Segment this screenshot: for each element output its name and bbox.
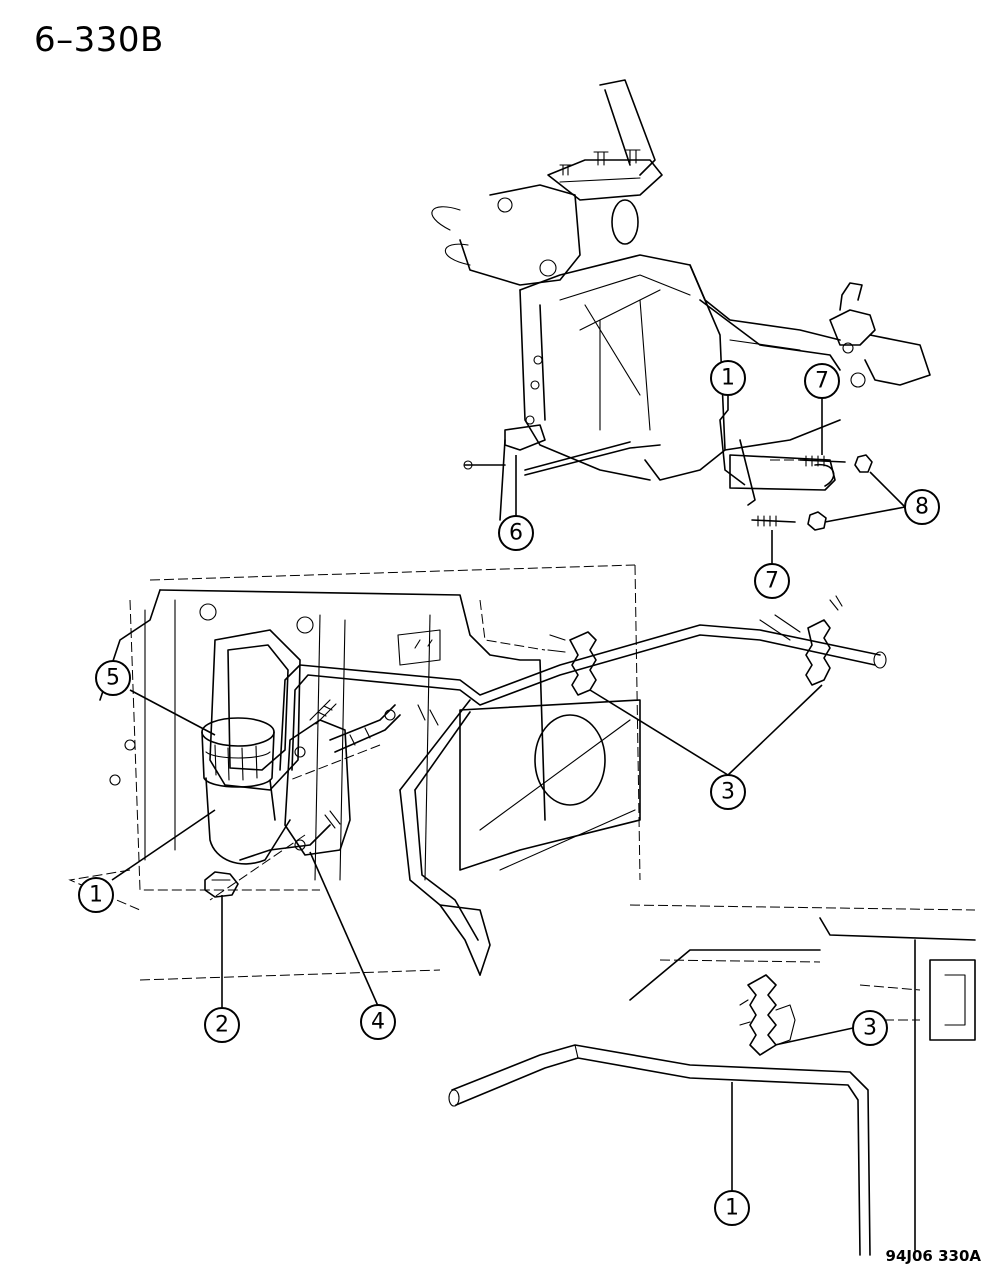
hose-detail-view bbox=[448, 904, 976, 1256]
callout-1-slave-cylinder: 1 bbox=[710, 360, 746, 396]
callout-label: 5 bbox=[106, 666, 120, 691]
callout-label: 1 bbox=[721, 366, 735, 391]
callout-3-clips: 3 bbox=[710, 774, 746, 810]
callout-4-gasket: 4 bbox=[360, 1004, 396, 1040]
callout-label: 8 bbox=[915, 495, 929, 520]
callout-label: 3 bbox=[863, 1016, 877, 1041]
callout-1-master-cylinder: 1 bbox=[78, 877, 114, 913]
callout-label: 2 bbox=[215, 1013, 229, 1038]
callout-6-release-lever: 6 bbox=[498, 515, 534, 551]
leader-lines bbox=[111, 395, 906, 1192]
callout-1-hose-detail: 1 bbox=[714, 1190, 750, 1226]
callout-5-reservoir: 5 bbox=[95, 660, 131, 696]
callout-label: 1 bbox=[89, 883, 103, 908]
callout-label: 1 bbox=[725, 1196, 739, 1221]
callout-8-nut: 8 bbox=[904, 489, 940, 525]
callout-7-stud-lower: 7 bbox=[754, 563, 790, 599]
mounting-nut bbox=[204, 871, 239, 898]
callout-label: 4 bbox=[371, 1010, 385, 1035]
callout-2-nut: 2 bbox=[204, 1007, 240, 1043]
callout-3-clip-detail: 3 bbox=[852, 1010, 888, 1046]
callout-label: 6 bbox=[509, 521, 523, 546]
callout-label: 3 bbox=[721, 780, 735, 805]
page-id: 6–330B bbox=[34, 20, 164, 60]
figure-code: 94J06 330A bbox=[885, 1247, 981, 1265]
engine-firewall-area bbox=[68, 564, 641, 981]
callout-label: 7 bbox=[815, 369, 829, 394]
callout-label: 7 bbox=[765, 569, 779, 594]
callout-7-stud-upper: 7 bbox=[804, 363, 840, 399]
transmission-assembly bbox=[431, 79, 931, 531]
hose-clips-upper bbox=[547, 595, 843, 696]
clutch-master-cylinder bbox=[201, 614, 887, 901]
